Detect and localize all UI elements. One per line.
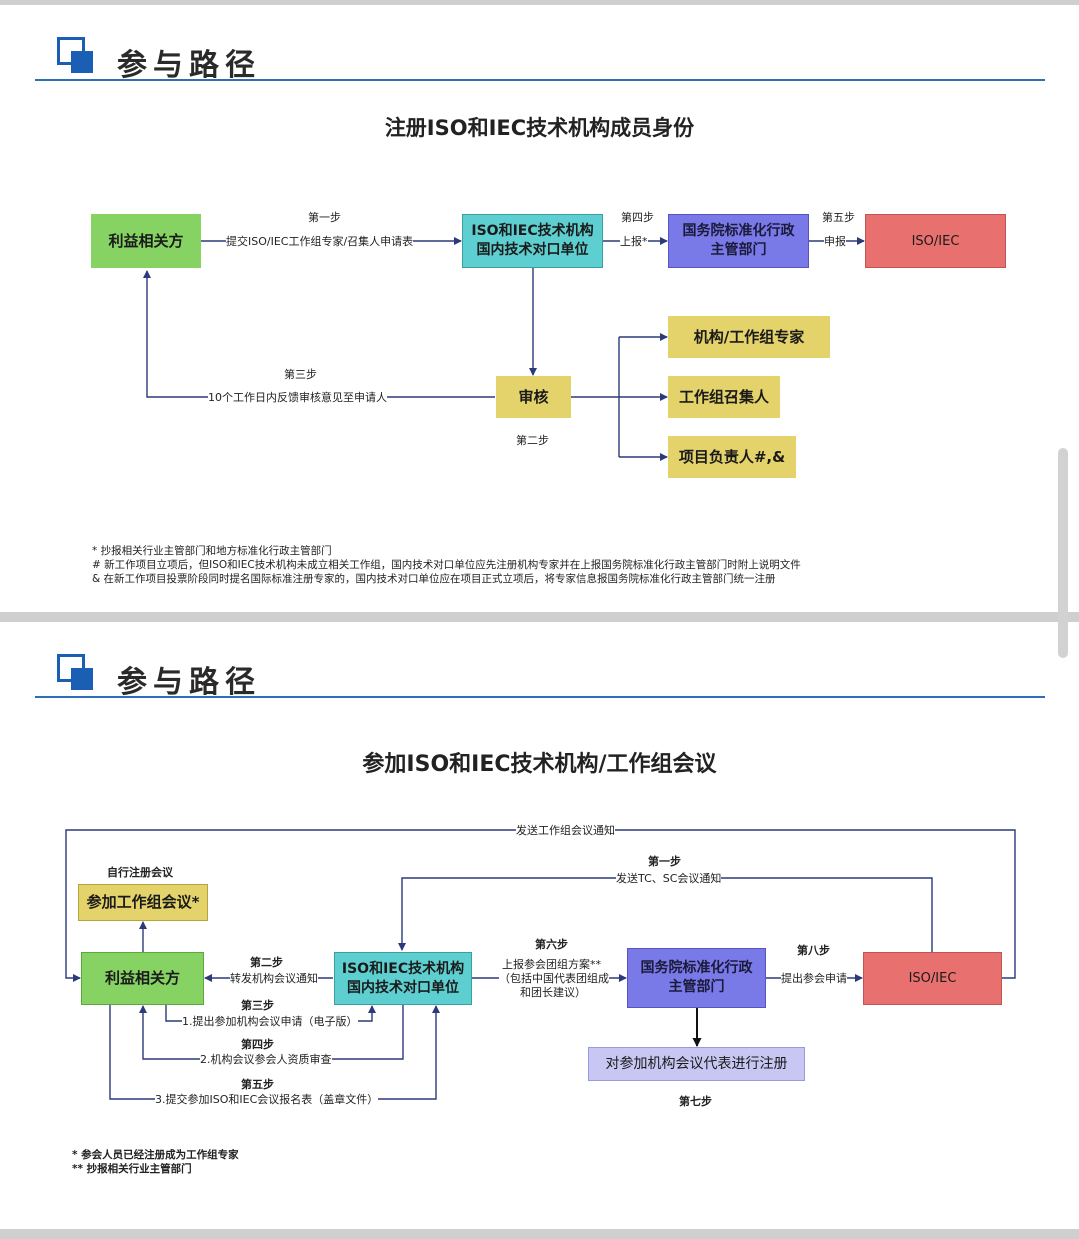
d2-step3-label: 1.提出参加机构会议申请（电子版） — [182, 1015, 358, 1028]
section-rule — [35, 79, 1045, 81]
section-title: 参与路径 — [117, 665, 261, 700]
d2-step8-title: 第八步 — [797, 944, 830, 957]
d2-top-loop-label: 发送工作组会议通知 — [516, 824, 615, 837]
d2-step6-label-3: 和团长建议） — [520, 986, 586, 999]
section-title: 参与路径 — [117, 48, 261, 83]
scrollbar-thumb[interactable] — [1058, 448, 1068, 658]
d2-step1-title: 第一步 — [648, 855, 681, 868]
d1-note-2: # 新工作项目立项后，但ISO和IEC技术机构未成立相关工作组，国内技术对口单位… — [92, 559, 801, 571]
d2-note-2: ** 抄报相关行业主管部门 — [72, 1163, 192, 1175]
top-band — [0, 0, 1079, 5]
d2-step6-title: 第六步 — [535, 938, 568, 951]
expert-node: 机构/工作组专家 — [668, 316, 830, 358]
d2-step8-label: 提出参会申请 — [781, 972, 847, 985]
d1-note-1: * 抄报相关行业主管部门和地方标准化行政主管部门 — [92, 545, 332, 557]
stakeholder-node: 利益相关方 — [81, 952, 204, 1005]
d1-step1-title: 第一步 — [308, 211, 341, 224]
section-rule — [35, 696, 1045, 698]
d2-step6-label-1: 上报参会团组方案** — [502, 958, 601, 971]
convener-node: 工作组召集人 — [668, 376, 780, 418]
d2-step1-label: 发送TC、SC会议通知 — [616, 872, 722, 885]
d1-step5-label: 申报 — [824, 235, 846, 248]
d1-note-3: & 在新工作项目投票阶段同时提名国际标准注册专家的，国内技术对口单位应在项目正式… — [92, 573, 776, 585]
d1-step2-title: 第二步 — [516, 434, 549, 447]
iso-iec-node: ISO/IEC — [865, 214, 1006, 268]
project-leader-node: 项目负责人#,& — [668, 436, 796, 478]
d2-step3-title: 第三步 — [241, 999, 274, 1012]
bottom-band — [0, 1229, 1079, 1239]
section-square-icon — [57, 37, 93, 73]
d1-step3-title: 第三步 — [284, 368, 317, 381]
d2-self-register-label: 自行注册会议 — [107, 866, 173, 879]
d1-step5-title: 第五步 — [822, 211, 855, 224]
d2-step4-title: 第四步 — [241, 1038, 274, 1051]
d2-step2-label: 转发机构会议通知 — [230, 972, 318, 985]
stakeholder-node: 利益相关方 — [91, 214, 201, 268]
d1-step1-label: 提交ISO/IEC工作组专家/召集人申请表 — [226, 235, 414, 248]
iso-counterpart-node: ISO和IEC技术机构 国内技术对口单位 — [334, 952, 472, 1005]
d1-step3-label: 10个工作日内反馈审核意见至申请人 — [208, 391, 387, 404]
d2-step6-label-2: （包括中国代表团组成 — [499, 972, 609, 985]
d2-step2-title: 第二步 — [250, 956, 283, 969]
d2-step5-title: 第五步 — [241, 1078, 274, 1091]
state-council-node: 国务院标准化行政 主管部门 — [668, 214, 809, 268]
section-divider — [0, 612, 1079, 622]
d2-step5-label: 3.提交参加ISO和IEC会议报名表（盖章文件） — [155, 1093, 379, 1106]
state-council-node: 国务院标准化行政 主管部门 — [627, 948, 766, 1008]
d1-step4-title: 第四步 — [621, 211, 654, 224]
iso-iec-node: ISO/IEC — [863, 952, 1002, 1005]
iso-counterpart-node: ISO和IEC技术机构 国内技术对口单位 — [462, 214, 603, 268]
section-square-icon — [57, 654, 93, 690]
diagram2-title: 参加ISO和IEC技术机构/工作组会议 — [362, 752, 717, 777]
review-node: 审核 — [496, 376, 571, 418]
d2-step7-title: 第七步 — [679, 1095, 712, 1108]
register-node: 对参加机构会议代表进行注册 — [588, 1047, 805, 1081]
d2-note-1: * 参会人员已经注册成为工作组专家 — [72, 1149, 239, 1161]
diagram1-title: 注册ISO和IEC技术机构成员身份 — [384, 116, 695, 140]
d2-step4-label: 2.机构会议参会人资质审查 — [200, 1053, 332, 1066]
join-meeting-node: 参加工作组会议* — [78, 884, 208, 921]
d1-step4-label: 上报* — [620, 235, 648, 248]
